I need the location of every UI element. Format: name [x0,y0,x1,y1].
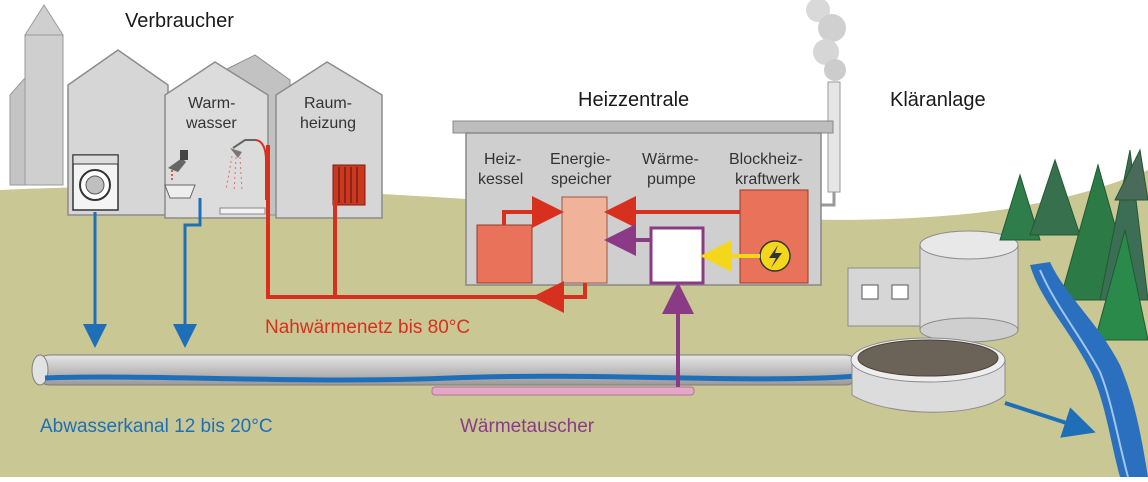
label-heating-center: Heizzentrale [578,89,689,111]
label-hot-water-2: wasser [185,115,237,132]
boiler-box [476,224,533,284]
label-boiler-1: Heiz- [484,151,521,168]
flow-boiler-to-storage [502,196,564,228]
storage-box [561,196,608,284]
river-highlight [1039,269,1129,478]
chimney [827,81,841,193]
label-sewer: Abwasserkanal 12 bis 20°C [40,416,273,437]
tree-icon [999,148,1148,341]
chimney-pipe [818,192,836,207]
label-heat-pump-1: Wärme- [642,151,699,168]
label-chp-1: Blockheiz- [729,151,803,168]
label-heat-network: Nahwärmenetz bis 80°C [265,317,470,338]
lightning-icon [759,240,791,272]
label-heat-pump-2: pumpe [647,171,696,188]
label-storage-2: speicher [551,171,612,188]
radiator-icon [332,164,366,206]
heat-pump-box [649,226,705,285]
treatment-plant-building [847,230,1019,343]
ground [0,170,1148,477]
label-chp-2: kraftwerk [735,171,801,188]
smoke-icon [806,0,846,81]
label-boiler-2: kessel [478,171,523,188]
label-heat-exchanger: Wärmetauscher [460,416,595,437]
faucet-icon [164,150,196,199]
heat-exchanger-bar [431,386,695,396]
label-room-heating-1: Raum- [304,95,352,112]
label-treatment-plant: Kläranlage [890,89,986,111]
sewer-drop-hotwater [173,198,202,348]
label-room-heating-2: heizung [300,115,356,132]
settling-basin [850,337,1006,413]
sewer-pipe [31,354,861,386]
heat-network-line [266,145,587,299]
label-hot-water-1: Warm- [188,95,235,112]
washing-machine-icon [72,154,119,211]
label-consumers: Verbraucher [125,10,234,32]
label-storage-1: Energie- [550,151,610,168]
outflow-arrow [1004,401,1096,438]
church-building [9,4,64,186]
house-hotwater [164,54,291,219]
river [1030,262,1148,477]
house-roomheating [275,61,383,219]
